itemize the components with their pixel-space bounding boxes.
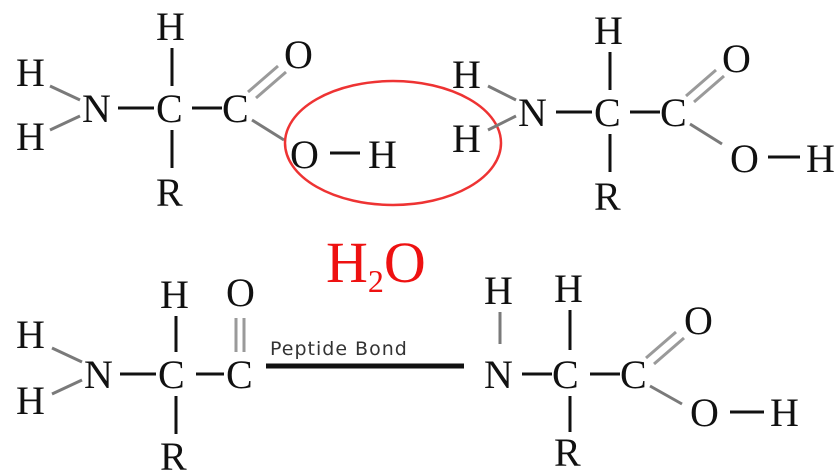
- atom-r: R: [594, 174, 621, 219]
- amino-acid-1: H H N H C R C O O H: [16, 4, 397, 215]
- atom-c: C: [620, 352, 647, 397]
- water-o: O: [384, 230, 426, 295]
- atom-h: H: [16, 50, 45, 95]
- double-bond-c-o-b: [693, 74, 725, 104]
- bond-c-oh: [251, 118, 285, 142]
- atom-o: O: [690, 390, 719, 435]
- double-bond-c-o-b: [255, 70, 287, 100]
- atom-n: N: [484, 352, 513, 397]
- atom-o: O: [730, 136, 759, 181]
- atom-n: N: [82, 86, 111, 131]
- atom-h: H: [156, 4, 185, 49]
- water-molecule-label: H2O: [326, 230, 426, 299]
- atom-h: H: [16, 114, 45, 159]
- amino-acid-2: H H N H C R C O O H: [452, 8, 835, 219]
- atom-c: C: [594, 90, 621, 135]
- atom-h: H: [594, 8, 623, 53]
- atom-r: R: [156, 170, 183, 215]
- atom-h: H: [806, 136, 835, 181]
- atom-h: H: [554, 266, 583, 311]
- atom-o: O: [684, 298, 713, 343]
- atom-c: C: [660, 90, 687, 135]
- peptide-bond-label: Peptide Bond: [270, 338, 408, 360]
- atom-c: C: [552, 352, 579, 397]
- atom-c: C: [226, 352, 253, 397]
- double-bond-c-o-a: [247, 64, 279, 94]
- atom-c: C: [222, 86, 249, 131]
- atom-h: H: [452, 116, 481, 161]
- atom-h: H: [160, 272, 189, 317]
- bond-c-oh: [689, 122, 723, 146]
- atom-h: H: [16, 312, 45, 357]
- bond-h-n-lower: [487, 114, 517, 132]
- atom-c: C: [158, 352, 185, 397]
- water-removal-highlight: [283, 79, 503, 207]
- atom-h: H: [16, 378, 45, 423]
- dipeptide: Peptide Bond H H N H C R C O H N H C R C…: [16, 266, 799, 473]
- atom-n: N: [518, 90, 547, 135]
- atom-h: H: [484, 268, 513, 313]
- water-subscript: 2: [368, 263, 384, 299]
- bond-h-n-upper: [49, 84, 81, 102]
- atom-h: H: [452, 52, 481, 97]
- atom-n: N: [84, 352, 113, 397]
- double-bond-c-o-a: [645, 330, 677, 360]
- bond-h-n-lower: [51, 378, 83, 396]
- water-h: H: [326, 230, 368, 295]
- double-bond-c-o-a: [685, 68, 717, 98]
- bond-h-n-lower: [49, 114, 81, 132]
- atom-o: O: [226, 270, 255, 315]
- atom-h: H: [368, 132, 397, 177]
- atom-h: H: [770, 390, 799, 435]
- atom-o: O: [290, 132, 319, 177]
- atom-r: R: [554, 430, 581, 473]
- bond-h-n-upper: [487, 84, 517, 102]
- bond-h-n-upper: [51, 346, 83, 364]
- atom-o: O: [722, 36, 751, 81]
- bond-c-oh: [649, 384, 683, 406]
- atom-o: O: [284, 32, 313, 77]
- atom-r: R: [160, 434, 187, 473]
- double-bond-c-o-b: [653, 336, 685, 366]
- atom-c: C: [156, 86, 183, 131]
